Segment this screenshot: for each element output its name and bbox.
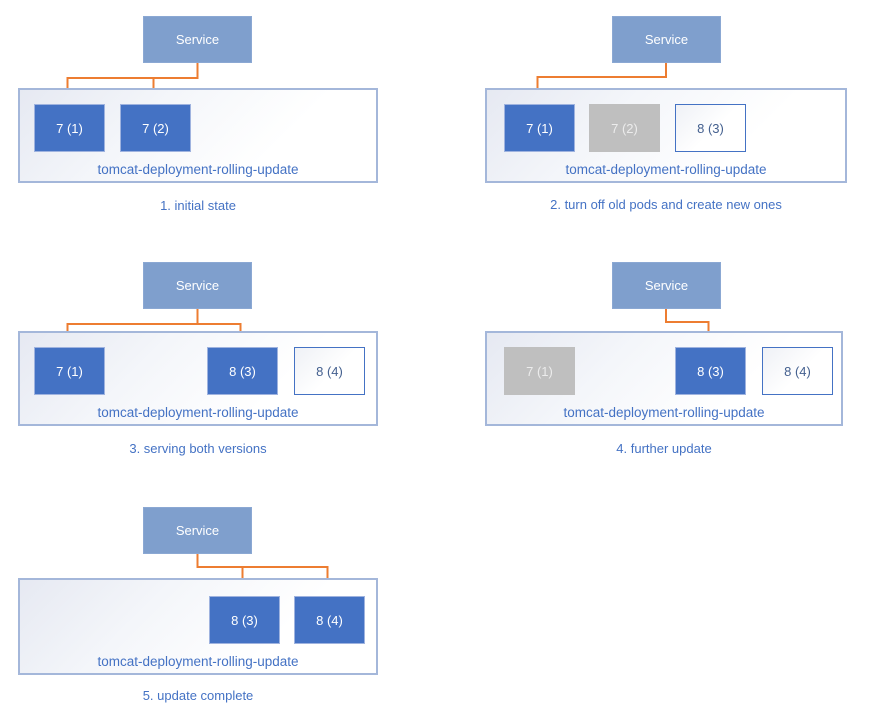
pod-7-1: 7 (1) xyxy=(34,347,105,395)
pod-7-2: 7 (2) xyxy=(120,104,191,152)
step-caption-1: 1. initial state xyxy=(160,198,236,213)
step-caption-3: 3. serving both versions xyxy=(129,441,267,456)
pod-7-1: 7 (1) xyxy=(504,347,575,395)
pod-7-1: 7 (1) xyxy=(34,104,105,152)
step-caption-5: 5. update complete xyxy=(142,688,254,703)
deployment-box: 8 (3) 8 (4) tomcat-deployment-rolling-up… xyxy=(18,578,378,675)
pod-8-4: 8 (4) xyxy=(294,347,365,395)
step-caption-2: 2. turn off old pods and create new ones xyxy=(550,197,782,212)
deployment-label: tomcat-deployment-rolling-update xyxy=(97,654,299,669)
service-box: Service xyxy=(143,262,252,309)
service-box: Service xyxy=(612,16,721,63)
pod-7-2: 7 (2) xyxy=(589,104,660,152)
pod-8-3: 8 (3) xyxy=(207,347,278,395)
pod-8-3: 8 (3) xyxy=(675,104,746,152)
pod-8-4: 8 (4) xyxy=(762,347,833,395)
deployment-box: 7 (1) 8 (3) 8 (4) tomcat-deployment-roll… xyxy=(18,331,378,426)
deployment-box: 7 (1) 8 (3) 8 (4) tomcat-deployment-roll… xyxy=(485,331,843,426)
pod-8-4: 8 (4) xyxy=(294,596,365,644)
deployment-box: 7 (1) 7 (2) tomcat-deployment-rolling-up… xyxy=(18,88,378,183)
pod-8-3: 8 (3) xyxy=(675,347,746,395)
deployment-box: 7 (1) 7 (2) 8 (3) tomcat-deployment-roll… xyxy=(485,88,847,183)
pod-7-1: 7 (1) xyxy=(504,104,575,152)
deployment-label: tomcat-deployment-rolling-update xyxy=(97,162,299,177)
deployment-label: tomcat-deployment-rolling-update xyxy=(565,162,767,177)
step-caption-4: 4. further update xyxy=(616,441,712,456)
deployment-label: tomcat-deployment-rolling-update xyxy=(563,405,765,420)
service-box: Service xyxy=(612,262,721,309)
service-box: Service xyxy=(143,507,252,554)
service-box: Service xyxy=(143,16,252,63)
deployment-label: tomcat-deployment-rolling-update xyxy=(97,405,299,420)
pod-8-3: 8 (3) xyxy=(209,596,280,644)
